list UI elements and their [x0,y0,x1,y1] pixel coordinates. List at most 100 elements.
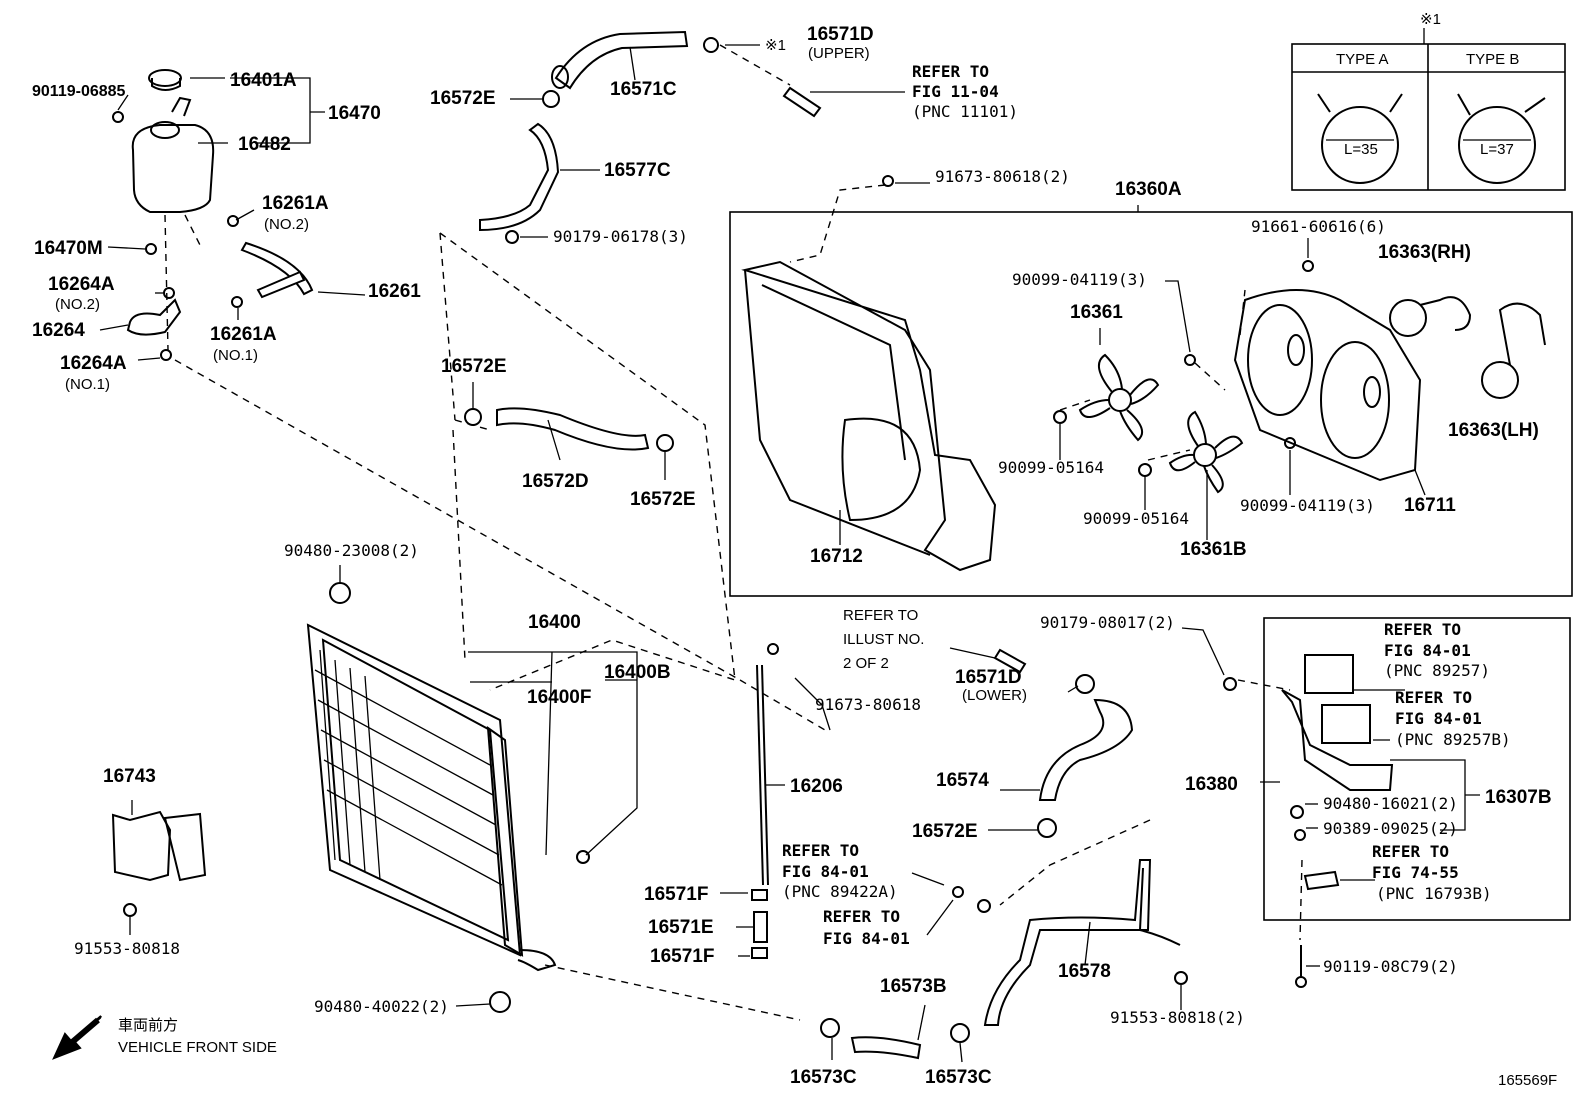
label-16711: 16711 [1404,495,1456,516]
label-16264A-no1: 16264A [60,353,127,374]
label-90179-08017: 90179-08017(2) [1040,613,1175,632]
label-16400B: 16400B [604,662,671,683]
label-no1-b: (NO.1) [65,376,110,393]
label-upper: (UPPER) [808,45,870,62]
bracket-assembly-box [1263,617,1571,921]
label-16571D-upper: 16571D [807,24,874,45]
label-90480-23008: 90480-23008(2) [284,541,419,560]
label-16572E-3: 16572E [630,489,696,510]
dashed-lines [164,44,1303,1021]
label-16261: 16261 [368,281,421,302]
ref-pnc-89257: REFER TO FIG 84-01 (PNC 89257) [1384,620,1490,680]
label-16577C: 16577C [604,160,671,181]
label-16261A-no1: 16261A [210,324,277,345]
label-16574: 16574 [936,770,989,791]
leader-lines [99,44,1480,1063]
fan-motor-lh [1481,302,1546,399]
clamp-type-table: ※1 TYPE A TYPE B L=35 L=37 [1291,11,1566,191]
label-lower: (LOWER) [962,687,1027,704]
label-16400: 16400 [528,612,581,633]
label-90179-06178: 90179-06178(3) [553,227,688,246]
label-16401A: 16401A [230,70,297,91]
diagram-id: 165569F [1498,1072,1557,1089]
svg-text:ILLUST NO.: ILLUST NO. [843,631,924,648]
clamp-note-mark: ※1 [1420,11,1441,28]
label-91553-80818: 91553-80818 [74,939,180,958]
label-16307B: 16307B [1485,787,1552,808]
label-16573C-1: 16573C [790,1067,857,1088]
type-b-size: L=37 [1480,141,1514,158]
label-16578: 16578 [1058,961,1111,982]
fan-blade-16361B [1168,410,1244,494]
label-16380: 16380 [1185,774,1238,795]
part-labels: 90119-06885 16401A 16470 16482 16261A (N… [32,24,1557,1089]
label-16572D: 16572D [522,471,589,492]
fan-shroud-group [741,175,1546,572]
label-90099-04119-a: 90099-04119(3) [1012,270,1147,289]
label-16482: 16482 [238,134,291,155]
radiator [306,582,590,1013]
label-16572E-4: 16572E [912,821,978,842]
svg-text:(PNC 89257B): (PNC 89257B) [1395,730,1511,749]
label-no2-b: (NO.2) [55,296,100,313]
type-b-header: TYPE B [1466,51,1519,68]
label-91661-60616: 91661-60616(6) [1251,217,1386,236]
svg-text:FIG 84-01: FIG 84-01 [1395,709,1482,728]
label-16264A-no2: 16264A [48,274,115,295]
svg-text:(PNC 89257): (PNC 89257) [1384,661,1490,680]
label-16361B: 16361B [1180,539,1247,560]
svg-text:FIG 84-01: FIG 84-01 [1384,641,1471,660]
svg-text:(PNC 11101): (PNC 11101) [912,102,1018,121]
label-16360A: 16360A [1115,179,1182,200]
svg-text:REFER TO: REFER TO [1372,842,1449,861]
svg-text:FIG 74-55: FIG 74-55 [1372,863,1459,882]
label-91673-80618-2: 91673-80618(2) [935,167,1070,186]
svg-text:REFER TO: REFER TO [843,607,918,624]
ref-fig-84-01: REFER TO FIG 84-01 [823,907,910,948]
type-a-header: TYPE A [1336,51,1389,68]
label-16264: 16264 [32,320,85,341]
svg-text:FIG 84-01: FIG 84-01 [823,929,910,948]
fan-motor-rh [1389,296,1472,337]
label-16573B: 16573B [880,976,947,997]
label-90119-08C79: 90119-08C79(2) [1323,957,1458,976]
upper-hose-group [464,30,822,452]
label-16361: 16361 [1070,302,1123,323]
svg-text:REFER TO: REFER TO [912,62,989,81]
vehicle-front-arrow-icon [52,1015,102,1060]
direction-jp: 車両前方 [118,1017,178,1034]
ref-illust-2-of-2: REFER TO ILLUST NO. 2 OF 2 [843,607,924,672]
fan-assembly-box [729,211,1573,597]
label-16470: 16470 [328,103,381,124]
direction-en: VEHICLE FRONT SIDE [118,1039,277,1056]
label-mark1: ※1 [765,37,786,54]
label-90480-40022: 90480-40022(2) [314,997,449,1016]
label-16743: 16743 [103,766,156,787]
svg-text:(PNC 89422A): (PNC 89422A) [782,882,898,901]
ref-pnc-89422A: REFER TO FIG 84-01 (PNC 89422A) [782,841,898,901]
svg-text:REFER TO: REFER TO [1395,688,1472,707]
side-duct [111,810,207,917]
svg-text:REFER TO: REFER TO [823,907,900,926]
svg-text:(PNC 16793B): (PNC 16793B) [1376,884,1492,903]
reserve-tank [112,69,314,361]
label-91553-80818-2: 91553-80818(2) [1110,1008,1245,1027]
fan-shroud-16711 [1233,289,1422,482]
reference-callouts: REFER TO FIG 11-04 (PNC 11101) REFER TO … [782,62,1511,948]
label-16572E-2: 16572E [441,356,507,377]
label-16573C-2: 16573C [925,1067,992,1088]
label-16571F-1: 16571F [644,884,708,905]
label-16363RH: 16363(RH) [1378,242,1471,263]
label-90099-04119-b: 90099-04119(3) [1240,496,1375,515]
label-16363LH: 16363(LH) [1448,420,1539,441]
label-90119-06885: 90119-06885 [32,83,126,100]
ref-pnc-16793B: REFER TO FIG 74-55 (PNC 16793B) [1372,842,1492,903]
svg-text:REFER TO: REFER TO [782,841,859,860]
svg-text:2 OF 2: 2 OF 2 [843,655,889,672]
label-16571E: 16571E [648,917,714,938]
label-16571D-lower: 16571D [955,667,1022,688]
svg-text:FIG 11-04: FIG 11-04 [912,82,999,101]
label-16571F-2: 16571F [650,946,714,967]
label-90099-05164-a: 90099-05164 [998,458,1104,477]
